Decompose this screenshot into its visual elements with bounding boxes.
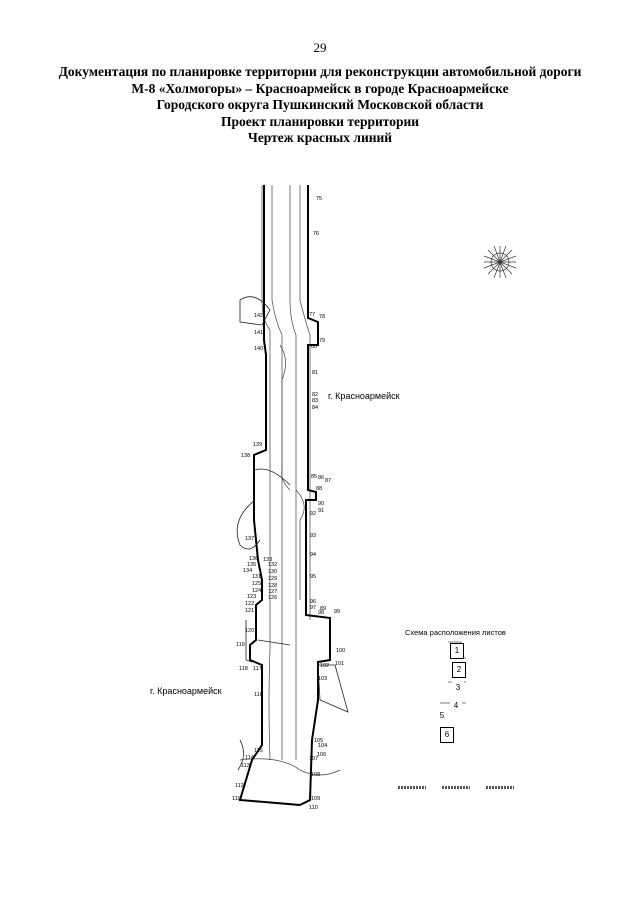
point-label: 80 — [311, 344, 317, 350]
page-number: 29 — [313, 40, 327, 55]
point-label: 124 — [252, 588, 261, 594]
point-label: 121 — [245, 608, 254, 614]
point-label: 137 — [245, 536, 254, 542]
sheet-6: 6 — [440, 727, 454, 743]
legend-key-3 — [486, 786, 514, 789]
point-label: 111 — [232, 796, 240, 802]
point-label: 114 — [245, 755, 254, 761]
point-label: 84 — [312, 405, 318, 411]
point-label: 85 — [311, 474, 317, 480]
point-label: 127 — [268, 589, 277, 595]
point-label: 105 — [314, 738, 323, 744]
point-label: 109 — [311, 796, 320, 802]
point-label: 115 — [254, 748, 263, 754]
sheet-1: 1 — [450, 643, 464, 659]
point-label: 103 — [318, 676, 327, 682]
point-label: 123 — [247, 594, 256, 600]
point-label: 129 — [268, 576, 277, 582]
point-label: 128 — [268, 583, 277, 589]
auxiliary-outlines — [236, 296, 349, 771]
right-point-labels: 75 76 77 78 79 80 81 82 83 84 85 86 87 8… — [309, 196, 345, 811]
point-label: 102 — [320, 663, 329, 669]
point-label: 95 — [310, 574, 316, 580]
point-label: 118 — [239, 666, 248, 672]
point-label: 108 — [311, 772, 320, 778]
title-line-5: Чертеж красных линий — [247, 130, 393, 145]
point-label: 133 — [263, 557, 272, 563]
red-line-boundaries — [238, 185, 331, 806]
point-label: 89 — [320, 606, 326, 612]
point-label: 82 — [312, 392, 318, 398]
city-label-right: г. Красноармейск — [328, 391, 400, 401]
point-label: 81 — [312, 370, 318, 376]
point-label: 135 — [247, 562, 256, 568]
point-label: 88 — [316, 486, 322, 492]
point-label: 91 — [318, 508, 324, 514]
city-label-left: г. Красноармейск — [150, 686, 222, 696]
point-label: 130 — [268, 569, 277, 575]
point-label: 94 — [310, 552, 316, 558]
point-label: 140 — [254, 346, 263, 352]
title-line-3: Городского округа Пушкинский Московской … — [156, 97, 484, 112]
point-label: 116 — [254, 692, 263, 698]
point-label: 93 — [310, 533, 316, 539]
point-label: 126 — [268, 595, 277, 601]
point-label: 87 — [325, 478, 331, 484]
point-label: 86 — [318, 475, 324, 481]
point-label: 131 — [252, 574, 261, 580]
legend-key-1 — [398, 786, 426, 789]
point-label: 134 — [243, 568, 252, 574]
sheet-4: 4 — [450, 699, 462, 713]
point-label: 107 — [309, 756, 318, 762]
point-label: 106 — [317, 752, 326, 758]
point-label: 113 — [241, 763, 250, 769]
point-label: 101 — [335, 661, 344, 667]
point-label: 132 — [268, 562, 277, 568]
point-label: 120 — [245, 628, 254, 634]
point-label: 78 — [319, 314, 325, 320]
document-title: Документация по планировке территории дл… — [40, 64, 600, 147]
point-label: 99 — [334, 609, 340, 615]
point-label: 92 — [310, 511, 316, 517]
point-label: 110 — [309, 805, 318, 811]
point-label: 83 — [312, 398, 318, 404]
point-label: 112 — [235, 783, 244, 789]
point-label: 119 — [236, 642, 245, 648]
point-label: 104 — [318, 743, 327, 749]
title-line-2: М-8 «Холмогоры» – Красноармейск в городе… — [131, 80, 509, 96]
sheet-2: 2 — [452, 662, 466, 678]
point-label: 141 — [254, 330, 263, 336]
point-label: 77 — [309, 312, 315, 318]
title-line-1: Документация по планировке территории дл… — [58, 64, 582, 79]
point-label: 117 — [253, 666, 262, 672]
title-line-4: Проект планировки территории — [220, 113, 420, 129]
point-label: 79 — [319, 338, 325, 344]
legend-key-2 — [442, 786, 470, 789]
point-label: 136 — [249, 556, 258, 562]
point-label: 75 — [316, 196, 322, 202]
compass-icon — [483, 245, 517, 279]
point-label: 125 — [252, 581, 261, 587]
sheet-scheme-title: Схема расположения листов — [405, 628, 506, 637]
point-label: 97 — [310, 605, 316, 611]
sheet-5: 5 — [436, 709, 448, 723]
point-label: 100 — [336, 648, 345, 654]
road-edges — [239, 185, 341, 776]
point-label: 76 — [313, 231, 319, 237]
point-label: 138 — [241, 453, 250, 459]
point-label: 98 — [318, 610, 324, 616]
point-label: 142 — [254, 313, 263, 319]
point-label: 122 — [245, 601, 254, 607]
left-point-labels: 142 141 140 139 138 137 136 135 134 133 … — [232, 313, 277, 802]
point-label: 90 — [318, 501, 324, 507]
point-label: 139 — [253, 442, 262, 448]
point-label: 96 — [310, 599, 316, 605]
sheet-3: 3 — [452, 681, 464, 695]
